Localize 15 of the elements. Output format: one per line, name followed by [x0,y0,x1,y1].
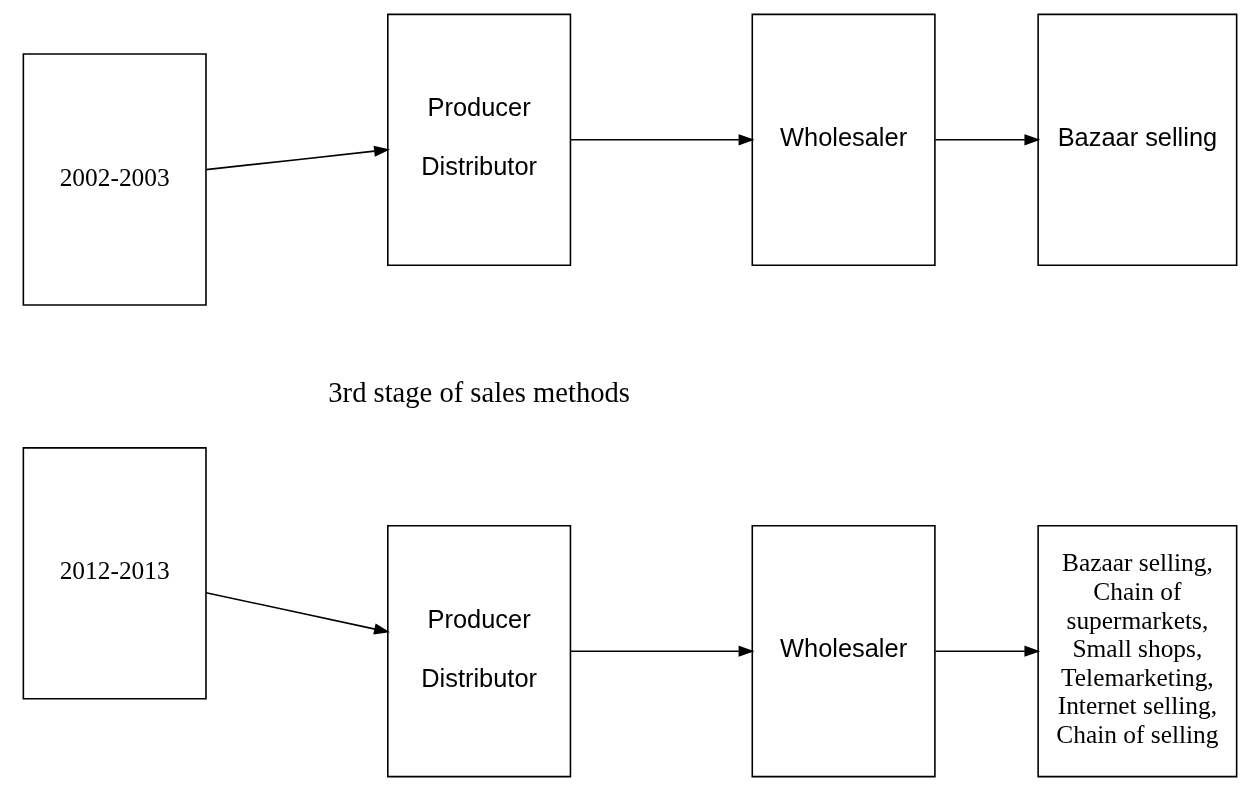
arrow [934,645,1041,657]
arrow [205,591,390,635]
node-box: 2012-2013 [22,447,207,700]
node-box: Bazaar selling [1037,13,1238,267]
label: 3rd stage of sales methods [328,377,630,409]
node-box: Bazaar selling, Chain of supermarkets, Small shops, Telemarketing, Internet selling, Chain of selling [1037,524,1238,778]
node-box: Producer Distributor [387,524,572,778]
arrow [934,134,1041,146]
node-box: Producer Distributor [387,13,572,267]
arrow [569,645,755,657]
node-box: 2002-2003 [22,53,207,306]
arrow [569,134,755,146]
node-box: Wholesaler [751,13,936,267]
node-box: Wholesaler [751,524,936,778]
arrow [205,145,390,171]
